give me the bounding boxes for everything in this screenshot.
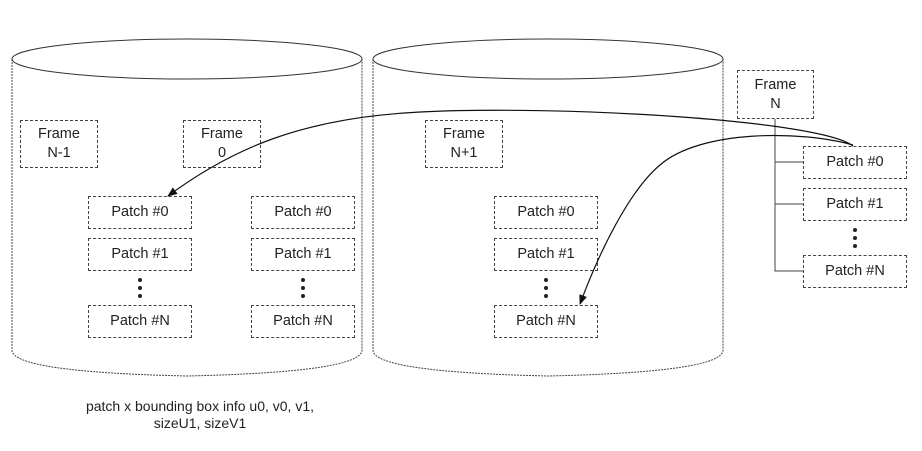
frame-label: Frame	[201, 126, 243, 142]
patch-box: Patch #1	[494, 238, 598, 271]
patch-label: Patch #0	[111, 204, 169, 220]
patch-box: Patch #N	[803, 255, 907, 288]
ellipsis-dots	[543, 278, 549, 298]
patch-box: Patch #N	[251, 305, 355, 338]
patch-box: Patch #1	[803, 188, 907, 221]
ellipsis-dots	[852, 228, 858, 248]
patch-label: Patch #0	[517, 204, 575, 220]
ellipsis-dots	[300, 278, 306, 298]
caption-line-2: sizeU1, sizeV1	[153, 415, 247, 431]
patch-box: Patch #N	[494, 305, 598, 338]
patch-label: Patch #1	[111, 246, 169, 262]
patch-label: Patch #N	[110, 313, 170, 329]
patch-label: Patch #1	[274, 246, 332, 262]
patch-label: Patch #N	[516, 313, 576, 329]
patch-label: Patch #1	[517, 246, 575, 262]
patch-box: Patch #0	[494, 196, 598, 229]
frame-index: N	[770, 95, 781, 112]
frame-label: Frame	[38, 126, 80, 142]
caption: patch x bounding box info u0, v0, v1, si…	[40, 398, 360, 432]
frame-index: 0	[217, 145, 227, 161]
frame-n-box: Frame N	[737, 70, 814, 119]
patch-box: Patch #0	[251, 196, 355, 229]
patch-box: Patch #0	[803, 146, 907, 179]
patch-label: Patch #0	[826, 154, 884, 170]
frame-index: N-1	[47, 145, 71, 161]
patch-box: Patch #0	[88, 196, 192, 229]
caption-line-1: patch x bounding box info u0, v0, v1,	[85, 398, 315, 414]
patch-box: Patch #N	[88, 305, 192, 338]
patch-box: Patch #1	[251, 238, 355, 271]
patch-label: Patch #0	[274, 204, 332, 220]
patch-label: Patch #N	[273, 313, 333, 329]
frame-0-box: Frame 0	[183, 120, 261, 168]
frame-label: Frame	[443, 126, 485, 142]
frame-n-minus-1-box: Frame N-1	[20, 120, 98, 168]
patch-box: Patch #1	[88, 238, 192, 271]
ellipsis-dots	[137, 278, 143, 298]
patch-label: Patch #1	[826, 196, 884, 212]
frame-n-tree-connector	[774, 118, 803, 272]
frame-index: N+1	[450, 145, 478, 161]
frame-label: Frame	[754, 76, 797, 93]
patch-label: Patch #N	[825, 263, 885, 279]
frame-n-plus-1-box: Frame N+1	[425, 120, 503, 168]
